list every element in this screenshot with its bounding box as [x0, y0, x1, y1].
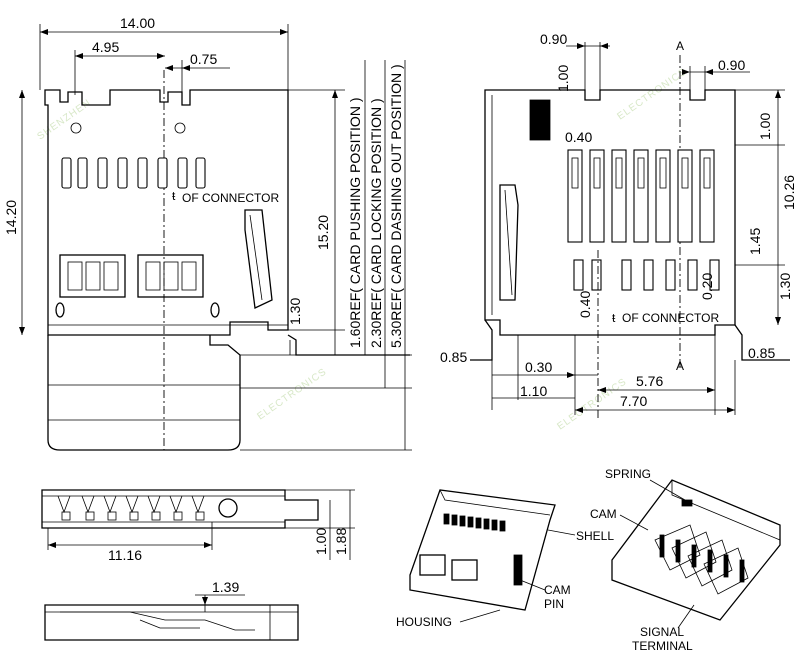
dim-height-130: 1.30 — [287, 298, 303, 325]
iso1-pins — [443, 513, 506, 532]
svg-text:ŧ: ŧ — [172, 189, 176, 203]
pcb-dim-right-090: 0.90 — [718, 57, 745, 73]
label-shell: SHELL — [576, 529, 614, 543]
pcb-dim-left-040: 0.40 — [577, 291, 593, 318]
label-housing: HOUSING — [396, 615, 452, 629]
pcb-connector-center-label: OF CONNECTOR — [622, 311, 719, 325]
label-signal-1: SIGNAL — [640, 625, 684, 639]
iso2-terminals — [654, 524, 749, 595]
pcb-dim-left-085: 0.85 — [440, 349, 467, 365]
pcb-dim-bot-110: 1.10 — [520, 383, 547, 399]
pcb-dim-bot-770: 7.70 — [620, 393, 647, 409]
front-connector-center-label: OF CONNECTOR — [182, 191, 279, 205]
pcb-lower-leads — [573, 259, 720, 291]
svg-text:SHENZHEN: SHENZHEN — [35, 97, 93, 142]
label-cam-pin-1: CAM — [544, 583, 571, 597]
pcb-dim-right-085: 0.85 — [748, 345, 775, 361]
label-signal-2: TERMINAL — [632, 639, 693, 653]
iso-view-housing: SHELL CAM PIN HOUSING — [396, 489, 614, 629]
svg-text:ELECTRONICS: ELECTRONICS — [555, 376, 629, 432]
dim-overall-height: 14.20 — [3, 200, 19, 235]
svg-text:ELECTRONICS: ELECTRONICS — [255, 366, 329, 422]
side-dim-length: 11.16 — [108, 547, 142, 563]
dim-pitch-offset: 4.95 — [92, 39, 119, 55]
pcb-dim-right-145: 1.45 — [747, 228, 763, 255]
front-lower-pads — [59, 254, 204, 298]
iso-view-terminals: SPRING CAM SIGNAL TERMINAL — [590, 467, 781, 653]
label-cam: CAM — [590, 507, 617, 521]
front-pins — [55, 122, 220, 318]
card-position-locking: 2.30REF( CARD LOCKING POSITION ) — [368, 98, 384, 348]
svg-text:ŧ: ŧ — [612, 311, 616, 325]
side-dim-188: 1.88 — [333, 528, 349, 555]
pcb-dim-bot-030: 0.30 — [525, 359, 552, 375]
pcb-dim-right-100: 1.00 — [757, 113, 773, 140]
pcb-dim-bot-576: 5.76 — [636, 373, 663, 389]
front-view: 14.00 4.95 0.75 14.20 — [3, 15, 412, 451]
pcb-signal-pads — [567, 149, 715, 243]
dim-pin-width: 0.75 — [190, 51, 217, 67]
label-spring: SPRING — [605, 467, 651, 481]
side-contacts — [57, 495, 205, 521]
card-position-dashing-out: 5.30REF( CARD DASHING OUT POSITION ) — [388, 64, 404, 348]
svg-text:ELECTRONICS: ELECTRONICS — [615, 66, 689, 122]
section-mark-bottom: A — [676, 359, 684, 373]
bottom-view: 1.39 — [44, 579, 299, 641]
pcb-dim-right-1026: 10.26 — [781, 175, 797, 210]
dim-depth-1520: 15.20 — [315, 215, 331, 250]
pcb-dim-small-020: 0.20 — [699, 273, 715, 300]
side-view: 11.16 1.00 1.88 — [41, 489, 355, 563]
pcb-dim-pad-040: 0.40 — [565, 129, 592, 145]
pcb-dim-right-130: 1.30 — [777, 273, 793, 300]
pcb-dim-top-090: 0.90 — [540, 31, 567, 47]
dim-overall-width: 14.00 — [120, 15, 155, 31]
side-dim-100: 1.00 — [313, 528, 329, 555]
card-position-pushing: 1.60REF( CARD PUSHING POSITION ) — [347, 98, 363, 348]
label-cam-pin-2: PIN — [544, 597, 564, 611]
pcb-layout-view: 0.90 1.00 A A 0.90 — [440, 31, 797, 420]
bottom-dim-thick: 1.39 — [212, 579, 239, 595]
pcb-dim-top-100: 1.00 — [555, 65, 571, 92]
section-mark-top: A — [676, 39, 684, 53]
